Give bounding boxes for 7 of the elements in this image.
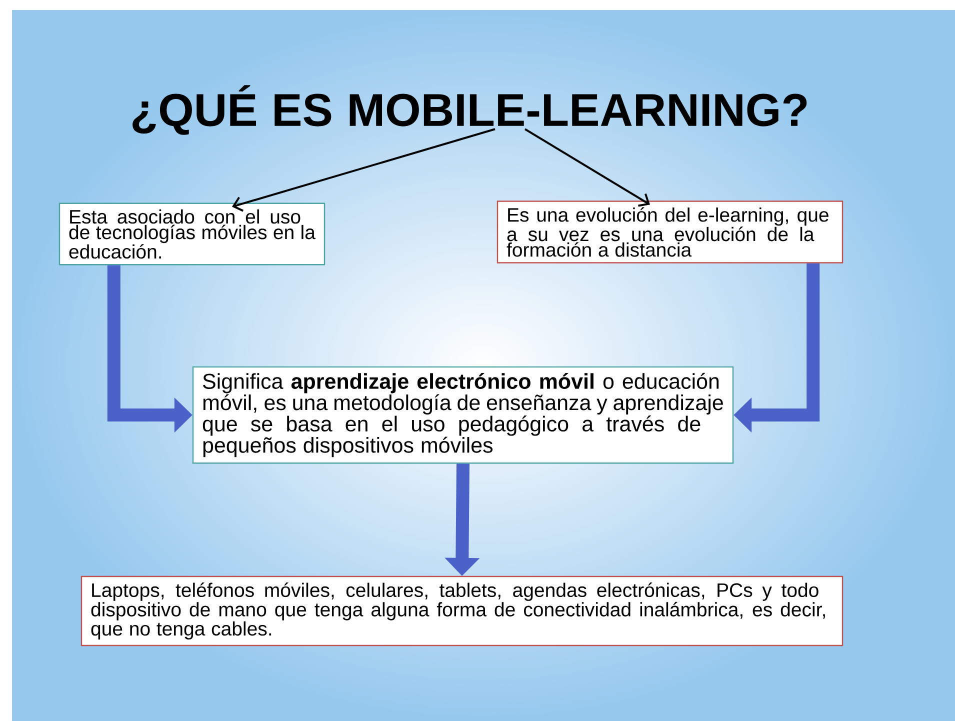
text-box: Significa aprendizaje electrónico móvil o educación móvil, es una metodología de enseñanza y aprendizaje que se basa en el uso pedagógico a través de pequeños dispositivos móviles [192,366,734,464]
text-box: Laptops, teléfonos móviles, celulares, tablets, agendas electrónicas, PCs y todo dispositivo de mano que tenga alguna forma de conectividad inalámbrica, es decir, que no tenga cables. [80,576,844,646]
arrow [524,128,650,207]
title-text: ¿QUÉ ES MOBILE-LEARNING? [132,85,807,135]
text-box: Es una evolución del e-learning, que a su vez es una evolución de la formación a distancia [496,200,844,264]
text-box: Esta asociado con el uso de tecnologías móviles en la educación. [58,202,326,266]
arrow [232,128,496,212]
